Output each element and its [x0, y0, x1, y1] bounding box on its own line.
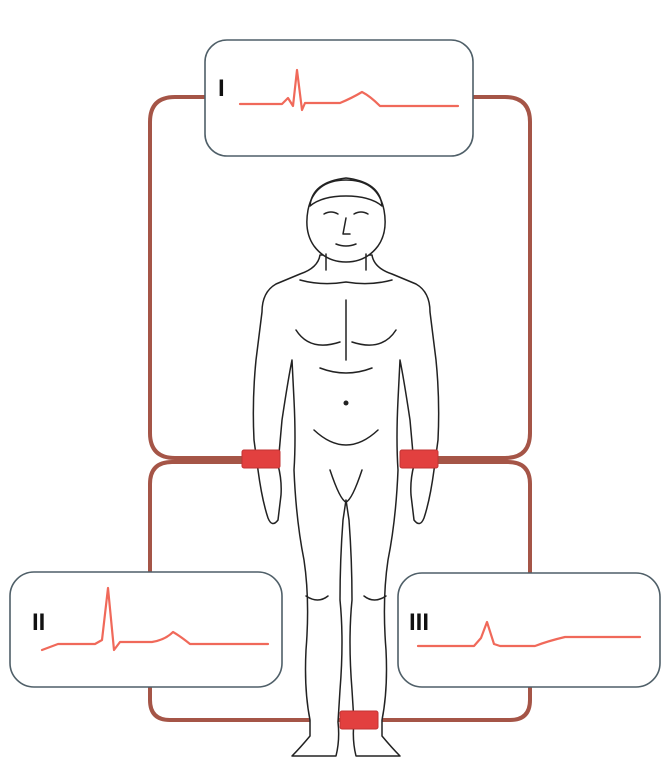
navel	[344, 401, 349, 406]
lead-3-label: III	[409, 609, 429, 636]
lead-2-box	[10, 572, 282, 687]
lead-3-panel: III	[398, 573, 660, 687]
lead-3-box	[398, 573, 660, 687]
left-wrist-electrode	[400, 450, 438, 468]
right-wrist-electrode	[242, 450, 280, 468]
lead-1-label: I	[218, 75, 225, 102]
lead-1-panel: I	[205, 40, 473, 156]
left-ankle-electrode	[340, 711, 378, 729]
lead-2-panel: II	[10, 572, 282, 687]
lead-2-label: II	[32, 609, 45, 636]
lead-1-box	[205, 40, 473, 156]
